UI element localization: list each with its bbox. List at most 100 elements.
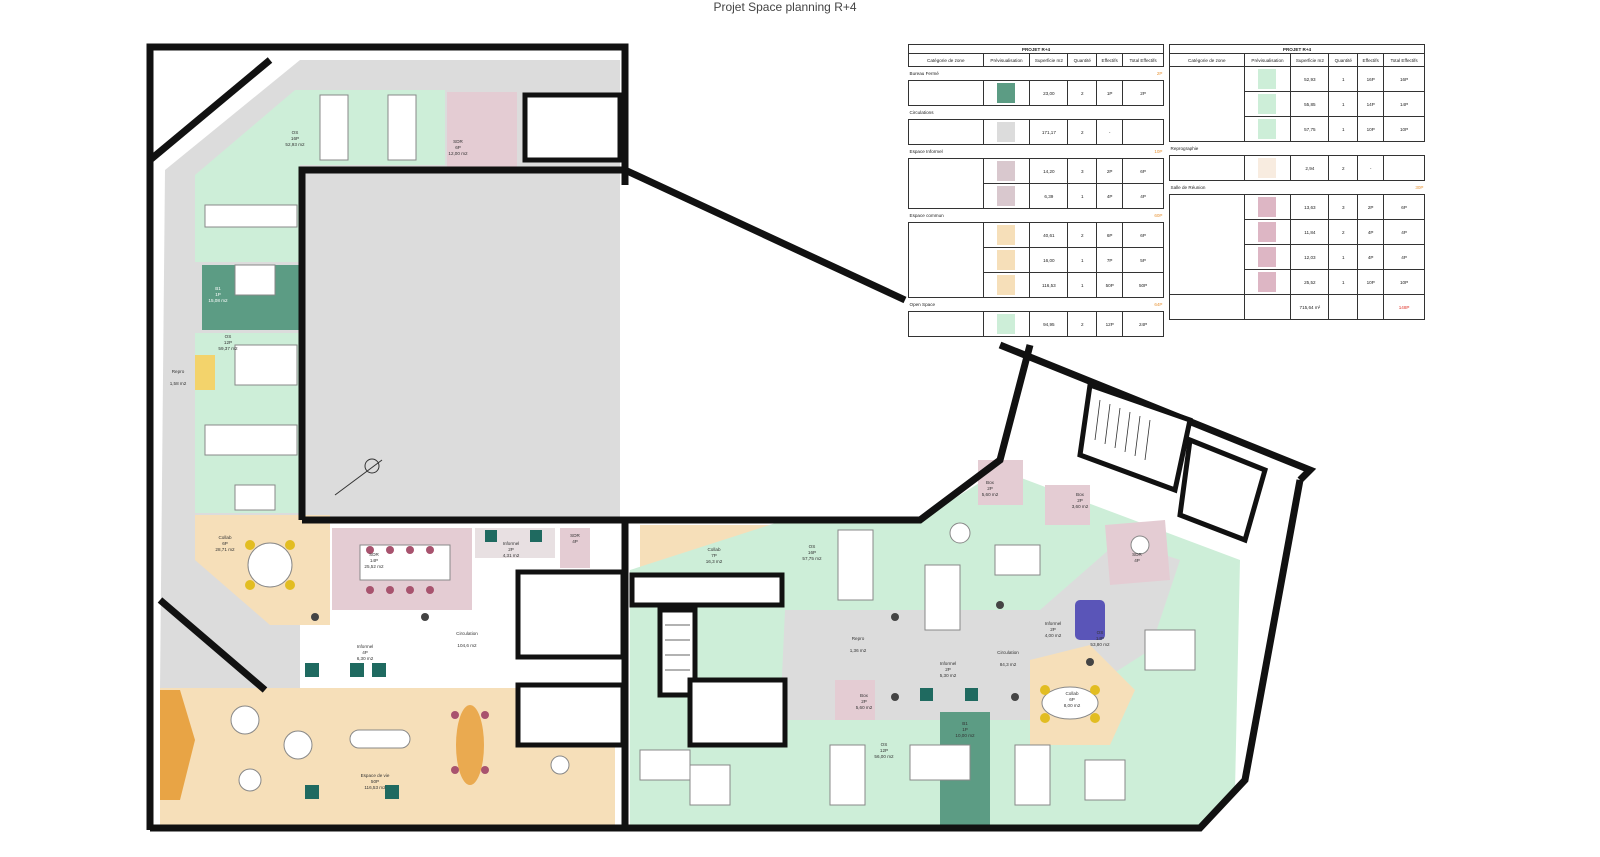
area-cell: 2,94 <box>1290 155 1330 181</box>
preview-cell <box>982 272 1031 298</box>
headcount-cell: 2P <box>1096 158 1124 184</box>
category-cell <box>908 311 984 337</box>
zone-plant <box>160 690 195 800</box>
area-cell: 16,00 <box>1029 247 1069 273</box>
headcount-cell: 4P <box>1357 244 1385 270</box>
section-total: 30P <box>1383 180 1425 195</box>
preview-cell <box>1243 219 1292 245</box>
section-total <box>1383 141 1425 156</box>
quantity-cell: 1 <box>1328 244 1359 270</box>
category-cell <box>1169 66 1245 142</box>
total-cell: 5P <box>1122 247 1164 273</box>
color-swatch <box>997 122 1016 142</box>
stairs-icon <box>665 399 1151 671</box>
area-cell: 13,63 <box>1290 194 1330 220</box>
area-cell: 52,93 <box>1290 66 1330 92</box>
preview-cell <box>982 247 1031 273</box>
section-total: 10P <box>1122 144 1164 159</box>
preview-cell <box>1243 116 1292 142</box>
preview-cell <box>1243 91 1292 117</box>
area-cell: 12,03 <box>1290 244 1330 270</box>
headcount-cell: 12P <box>1096 311 1124 337</box>
category-cell <box>1169 155 1245 181</box>
area-cell: 94,95 <box>1029 311 1069 337</box>
color-swatch <box>997 314 1016 334</box>
color-swatch <box>997 161 1016 181</box>
category-cell <box>908 222 984 298</box>
area-cell: 171,17 <box>1029 119 1069 145</box>
area-cell: 25,52 <box>1290 269 1330 295</box>
total-cell: 10P <box>1383 116 1425 142</box>
section-name: Circulations <box>908 105 1123 120</box>
col-header: Effectifs <box>1357 53 1385 67</box>
preview-cell <box>982 119 1031 145</box>
area-cell: 23,00 <box>1029 80 1069 106</box>
col-header: Prévisualisation <box>1243 53 1292 67</box>
area-cell: 57,75 <box>1290 116 1330 142</box>
preview-cell <box>982 80 1031 106</box>
quantity-cell: 1 <box>1328 66 1359 92</box>
color-swatch <box>1258 197 1277 217</box>
col-header: Quantité <box>1067 53 1098 67</box>
color-swatch <box>1258 272 1277 292</box>
empty-cell <box>1328 294 1359 320</box>
headcount-cell: - <box>1357 155 1385 181</box>
section-total: 2P <box>1122 66 1164 81</box>
section-total: 60P <box>1122 208 1164 223</box>
headcount-cell: 50P <box>1096 272 1124 298</box>
col-header: Catégorie de zone <box>1169 53 1245 67</box>
headcount-cell: 2P <box>1357 194 1385 220</box>
section-name: Bureau Fermé <box>908 66 1123 81</box>
total-cell: 4P <box>1122 183 1164 209</box>
total-cell: 6P <box>1122 158 1164 184</box>
furniture <box>204 94 1196 806</box>
total-cell: 24P <box>1122 311 1164 337</box>
category-cell <box>908 158 984 209</box>
preview-cell <box>982 183 1031 209</box>
color-swatch <box>1258 119 1277 139</box>
total-cell: 6P <box>1383 194 1425 220</box>
quantity-cell: 3 <box>1067 158 1098 184</box>
headcount-cell: 10P <box>1357 269 1385 295</box>
quantity-cell: 1 <box>1067 272 1098 298</box>
quantity-cell: 2 <box>1067 311 1098 337</box>
zone-box-top2 <box>1045 485 1090 525</box>
compass-icon <box>334 458 383 496</box>
color-swatch <box>1258 94 1277 114</box>
total-cell: 4P <box>1383 244 1425 270</box>
quantity-cell: 1 <box>1067 183 1098 209</box>
zone-box-top1 <box>978 460 1023 505</box>
total-cell: 2P <box>1122 80 1164 106</box>
total-cell <box>1122 119 1164 145</box>
empty-cell <box>1243 294 1292 320</box>
headcount-cell: 6P <box>1096 222 1124 248</box>
total-cell: 50P <box>1122 272 1164 298</box>
walls <box>146 43 1317 832</box>
area-cell: 55,85 <box>1290 91 1330 117</box>
preview-cell <box>982 158 1031 184</box>
color-swatch <box>997 83 1016 103</box>
headcount-cell: 4P <box>1096 183 1124 209</box>
quantity-cell: 2 <box>1067 80 1098 106</box>
preview-cell <box>982 222 1031 248</box>
